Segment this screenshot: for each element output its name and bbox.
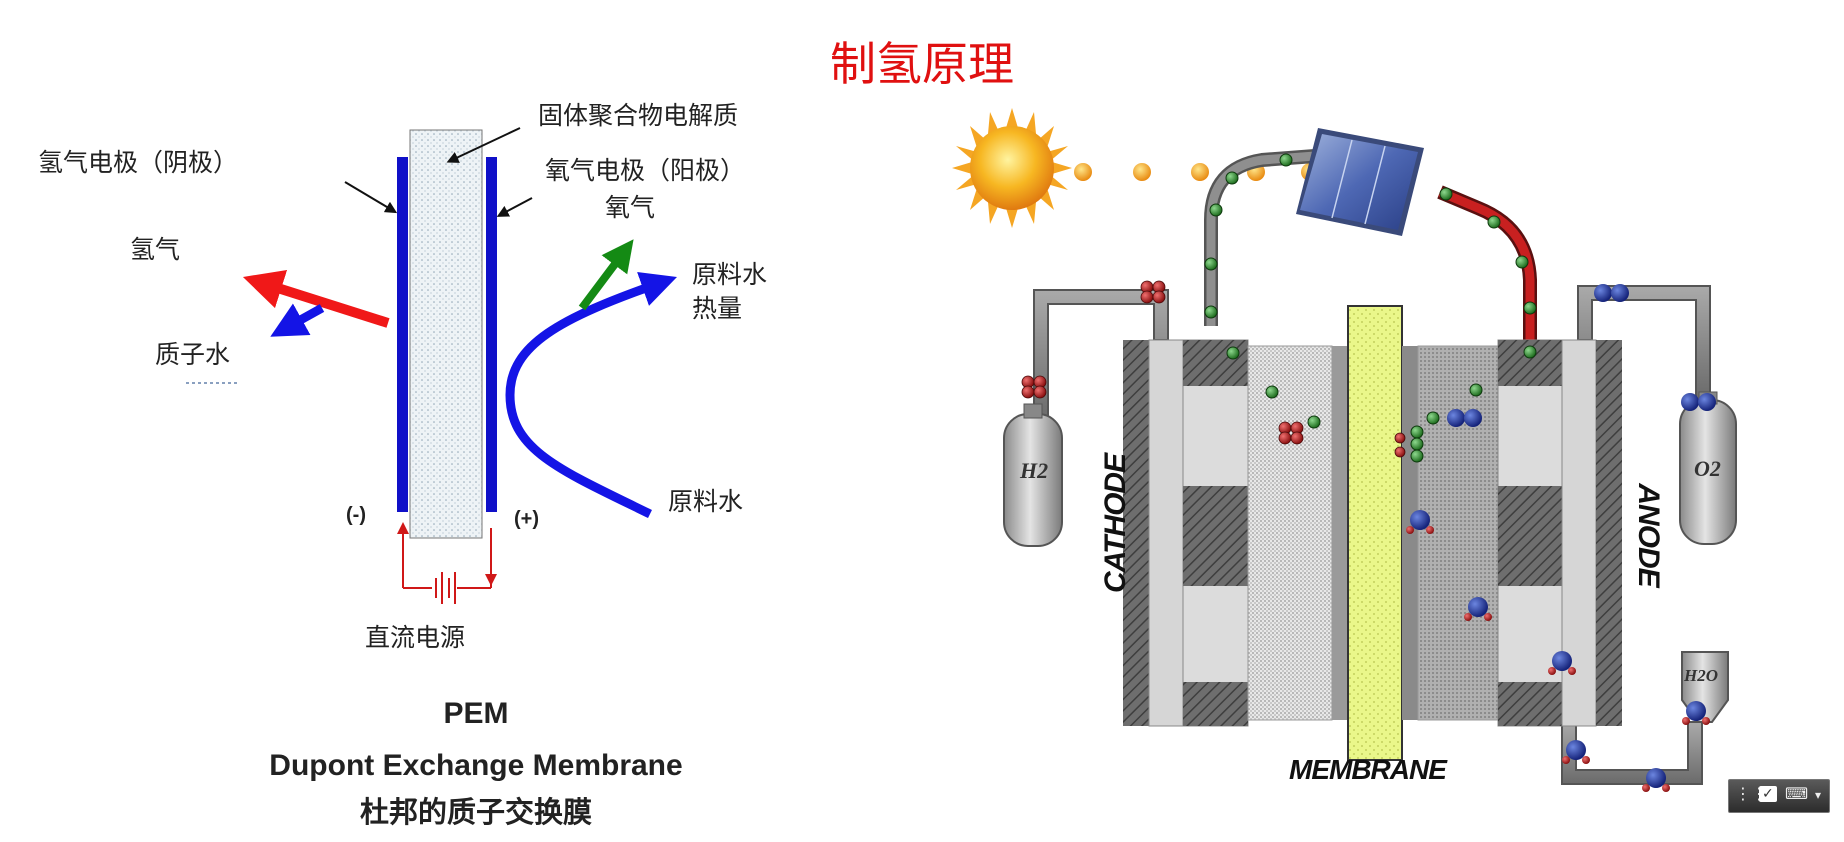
sun-icon xyxy=(952,108,1072,228)
h2-tank xyxy=(1003,403,1063,547)
h2-tank-label: H2 xyxy=(1020,458,1049,483)
pen-icon[interactable]: ✓ xyxy=(1759,786,1777,802)
electrolyte-pointer xyxy=(446,127,521,163)
solar-panel-icon xyxy=(1296,128,1424,236)
caption-pem: PEM xyxy=(443,697,509,730)
h2o-tank-label: H2O xyxy=(1684,666,1718,685)
oxygen-label: 氧气 xyxy=(605,193,656,222)
hydrogen-molecules xyxy=(1021,280,1406,458)
cathode-pointer xyxy=(344,181,398,214)
polymer-electrolyte-membrane xyxy=(409,129,483,539)
cathode-electrode xyxy=(397,157,408,512)
feed-water-heat-label-2: 热量 xyxy=(692,294,743,323)
anode-electrode-label: 氧气电极（阳极） xyxy=(545,156,746,185)
membrane-label: MEMBRANE xyxy=(1289,754,1447,785)
minus-terminal-label: (-) xyxy=(346,504,366,526)
cathode-electrode-label: 氢气电极（阴极） xyxy=(38,148,239,177)
anode-label: ANODE xyxy=(1632,483,1665,587)
cathode-label: CATHODE xyxy=(1099,453,1132,593)
membrane xyxy=(1347,305,1403,761)
battery-icon xyxy=(435,572,456,604)
caption-chinese: 杜邦的质子交换膜 xyxy=(359,795,592,829)
hydrogen-label: 氢气 xyxy=(130,235,181,264)
feed-water-label: 原料水 xyxy=(668,487,744,516)
feed-water-arrow xyxy=(505,271,677,519)
arrow-icon[interactable]: ▾ xyxy=(1815,788,1822,802)
anode-pointer xyxy=(496,197,533,217)
electrons xyxy=(1204,153,1537,463)
proton-water-label: 质子水 xyxy=(155,340,231,369)
keyboard-icon[interactable]: ⌨ xyxy=(1785,784,1809,803)
electrolyzer-cell xyxy=(1123,305,1622,761)
anode-electrode xyxy=(486,157,497,512)
pem-schematic xyxy=(186,127,677,604)
water-molecules xyxy=(1406,510,1710,792)
o2-tank-label: O2 xyxy=(1694,456,1721,481)
slide-title: 制氢原理 xyxy=(830,37,1014,91)
presentation-toolbar[interactable]: ⋮⋮ ✓ ⌨ ▾ xyxy=(1728,779,1830,813)
hydrogen-arrow xyxy=(242,269,390,328)
feed-water-heat-label-1: 原料水 xyxy=(692,260,768,289)
proton-water-arrow xyxy=(270,303,325,337)
dc-power-label: 直流电源 xyxy=(365,623,466,652)
electrolyte-label: 固体聚合物电解质 xyxy=(538,101,739,130)
oxygen-molecules xyxy=(1447,284,1716,427)
caption-dupont: Dupont Exchange Membrane xyxy=(269,749,683,782)
plus-terminal-label: (+) xyxy=(514,508,539,530)
oxygen-arrow xyxy=(578,239,634,311)
